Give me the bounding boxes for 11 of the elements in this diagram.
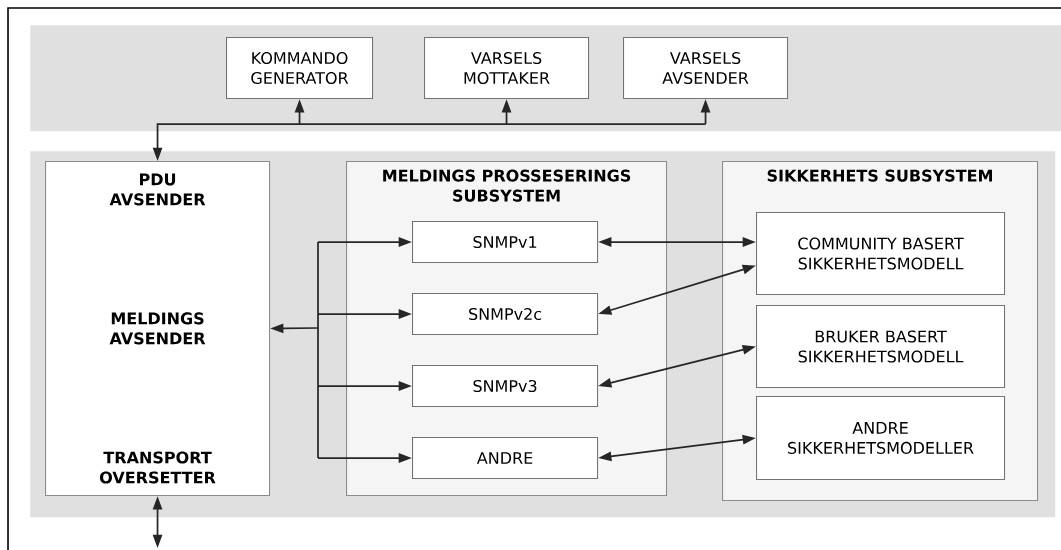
process-box: VARSELS MOTTAKER — [424, 37, 590, 100]
process-box: SNMPv1 — [412, 221, 599, 264]
process-box: ANDRE — [412, 437, 599, 480]
process-box: VARSELS AVSENDER — [623, 37, 789, 100]
process-box: PDU AVSENDER MELDINGS AVSENDER TRANSPORT OVERSETTER — [45, 161, 271, 497]
process-box: KOMMANDO GENERATOR — [226, 37, 374, 100]
process-box: SNMPv2c — [412, 293, 599, 336]
process-box: ANDRE SIKKERHETSMODELLER — [756, 396, 1006, 481]
process-box: SNMPv3 — [412, 365, 599, 408]
process-box: COMMUNITY BASERT SIKKERHETSMODELL — [756, 212, 1006, 296]
process-box: BRUKER BASERT SIKKERHETSMODELL — [756, 305, 1006, 389]
